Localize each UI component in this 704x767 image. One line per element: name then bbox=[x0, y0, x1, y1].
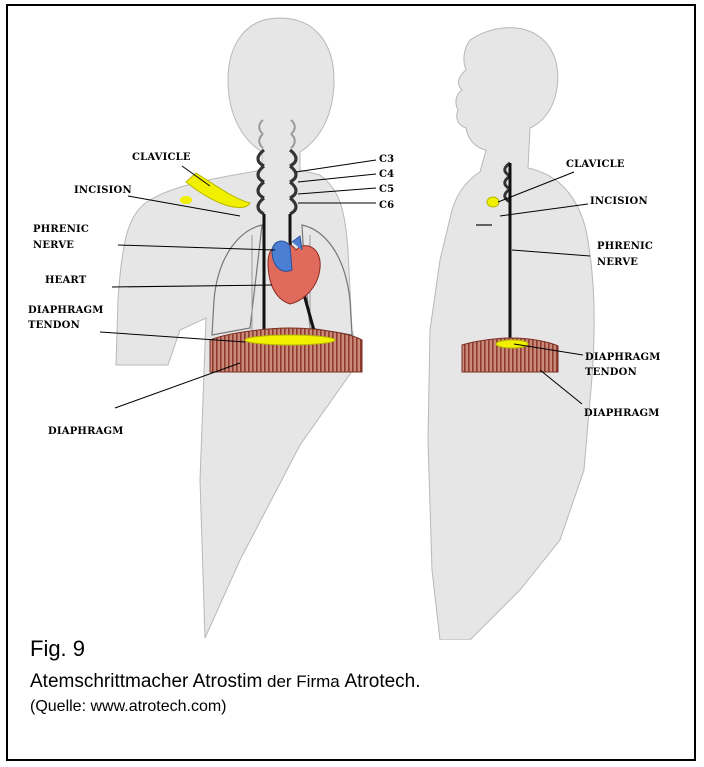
label-c6: C6 bbox=[379, 200, 394, 211]
label-c4: C4 bbox=[379, 169, 394, 180]
label-side-phrenic: PHRENIC bbox=[597, 241, 653, 252]
caption-device: Atemschrittmacher Atrostim bbox=[30, 671, 262, 692]
label-side-diaphragm: DIAPHRAGM bbox=[584, 408, 660, 419]
side-clavicle bbox=[487, 197, 499, 207]
label-front-diaphragm-tendon-2: TENDON bbox=[28, 320, 80, 331]
label-front-diaphragm: DIAPHRAGM bbox=[48, 426, 124, 437]
label-side-diaphragm-tendon-1: DIAPHRAGM bbox=[585, 352, 661, 363]
figure-source: (Quelle: www.atrotech.com) bbox=[30, 698, 227, 716]
caption-company: Atrotech. bbox=[344, 671, 420, 692]
label-side-clavicle: CLAVICLE bbox=[566, 159, 625, 170]
side-diaphragm bbox=[462, 338, 558, 372]
label-side-diaphragm-tendon-2: TENDON bbox=[585, 367, 637, 378]
label-front-clavicle: CLAVICLE bbox=[132, 152, 191, 163]
label-front-phrenic: PHRENIC bbox=[33, 224, 89, 235]
label-c5: C5 bbox=[379, 184, 394, 195]
anatomy-illustration: CLAVICLE INCISION PHRENIC NERVE HEART DI… bbox=[0, 0, 704, 640]
label-side-nerve: NERVE bbox=[597, 257, 638, 268]
label-front-diaphragm-tendon-1: DIAPHRAGM bbox=[28, 305, 104, 316]
figure-caption: Atemschrittmacher Atrostim der Firma Atr… bbox=[30, 671, 421, 693]
label-front-nerve: NERVE bbox=[33, 240, 74, 251]
caption-company-prefix: der Firma bbox=[262, 672, 344, 691]
front-clavicle-end bbox=[180, 196, 192, 204]
label-c3: C3 bbox=[379, 154, 394, 165]
figure-number: Fig. 9 bbox=[30, 636, 85, 662]
front-body bbox=[116, 18, 360, 638]
label-side-incision: INCISION bbox=[590, 196, 648, 207]
label-front-incision: INCISION bbox=[74, 185, 132, 196]
label-front-heart: HEART bbox=[45, 275, 87, 286]
